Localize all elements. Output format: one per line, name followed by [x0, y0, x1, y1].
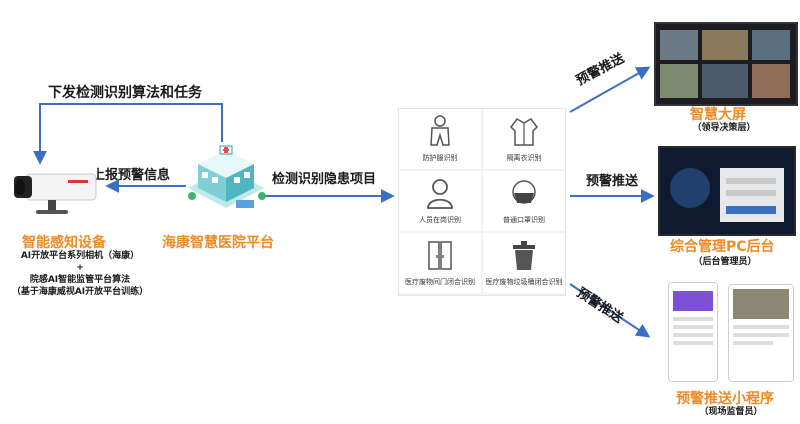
grid-label: 医疗废物间门闭合识别	[405, 278, 475, 286]
grid-cell-waste-door: 医疗废物间门闭合识别	[399, 233, 481, 293]
grid-label: 医疗废物垃圾桶闭合识别	[485, 278, 563, 286]
protective-suit-icon	[430, 115, 450, 146]
device-plus: +	[76, 263, 84, 273]
platform-title: 海康智慧医院平台	[162, 235, 274, 251]
device-line3: （基于海康威视AI开放平台训练）	[11, 287, 149, 297]
output-3-title: 预警推送小程序	[676, 391, 774, 407]
mask-icon	[512, 180, 536, 204]
detect-hazard-label: 检测识别隐患项目	[272, 172, 377, 187]
device-line2: 院感AI智能监管平台算法	[29, 275, 131, 285]
grid-cell-isolation-gown: 隔离衣识别	[483, 109, 565, 169]
grid-cell-protective-suit: 防护服识别	[399, 109, 481, 169]
grid-label: 隔离衣识别	[506, 154, 542, 162]
person-on-duty-icon	[427, 179, 453, 209]
report-alarm-label: 上报预警信息	[92, 168, 171, 183]
device-line1: AI开放平台系列相机（海康）	[20, 251, 140, 261]
push-label-2: 预警推送	[586, 174, 639, 189]
output-2-subtitle: （后台管理员）	[693, 257, 757, 267]
isolation-gown-icon	[510, 118, 538, 146]
hospital-building-icon	[188, 145, 266, 208]
trash-bin-icon	[513, 241, 535, 270]
pc-backend-thumbnail	[658, 146, 796, 236]
grid-cell-waste-bin: 医疗废物垃圾桶闭合识别	[483, 233, 565, 293]
camera-icon	[14, 173, 97, 214]
device-title: 智能感知设备	[22, 235, 106, 251]
push-arrow-1	[569, 66, 651, 113]
task-loop-arrow	[33, 103, 223, 165]
top-task-label: 下发检测识别算法和任务	[48, 85, 202, 101]
grid-label: 普通口罩识别	[503, 216, 545, 224]
output-1-subtitle: （领导决策层）	[692, 123, 756, 133]
grid-label: 人员在岗识别	[419, 216, 461, 224]
output-1-title: 智慧大屏	[690, 107, 746, 123]
door-icon	[428, 241, 452, 270]
grid-label: 防护服识别	[422, 154, 458, 162]
phone-thumbnail-2	[728, 284, 794, 382]
grid-cell-mask: 普通口罩识别	[483, 171, 565, 231]
output-3-subtitle: （现场监督员）	[699, 407, 763, 417]
push-arrow-3	[569, 283, 651, 338]
detection-grid: 防护服识别 隔离衣识别 人员在岗识别 普通口罩识别	[398, 108, 566, 296]
phone-thumbnail-1	[668, 282, 718, 382]
big-screen-thumbnail	[654, 22, 798, 106]
grid-cell-person-on-duty: 人员在岗识别	[399, 171, 481, 231]
output-2-title: 综合管理PC后台	[670, 239, 775, 255]
